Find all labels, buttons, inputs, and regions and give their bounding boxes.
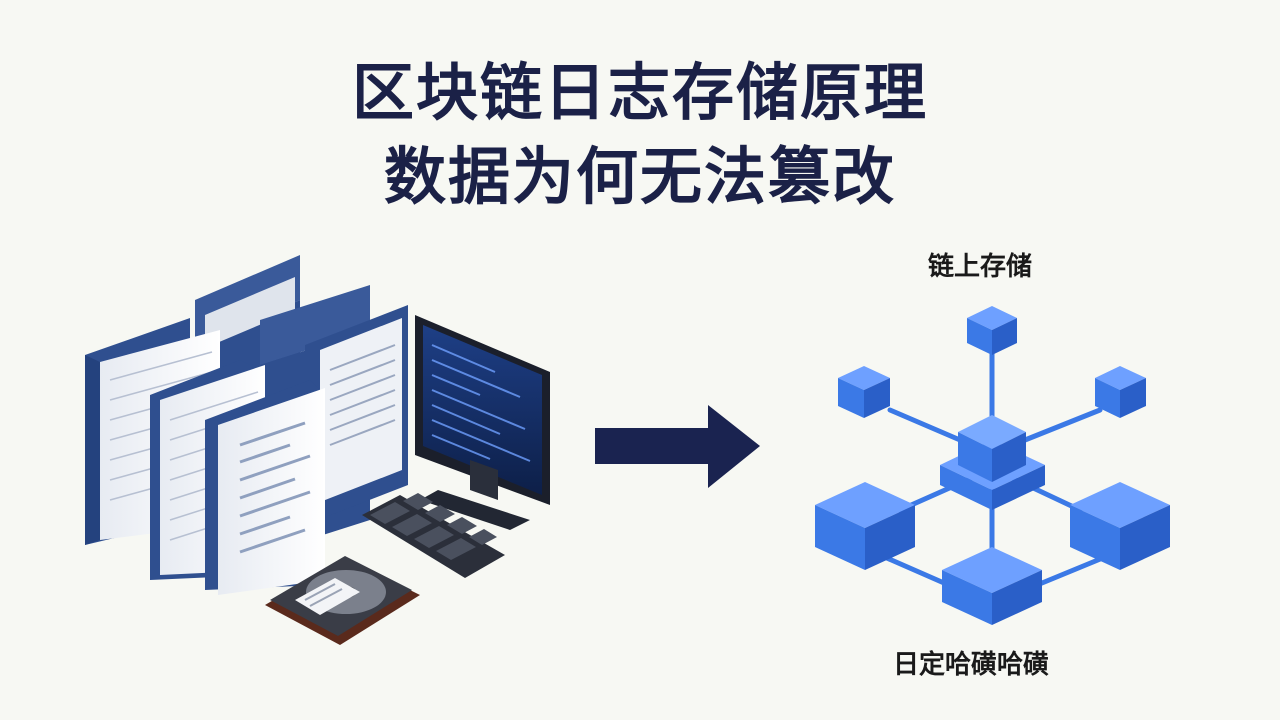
keyboard-icon <box>362 493 505 578</box>
block-cube-icon <box>942 547 1042 625</box>
chain-storage-label: 链上存储 <box>928 252 1033 282</box>
binder-icon <box>205 380 325 595</box>
monitor-icon <box>415 315 550 530</box>
block-cube-icon <box>1070 482 1170 570</box>
block-cube-icon <box>967 306 1017 355</box>
hash-label: 日定哈磺哈磺 <box>893 650 1050 680</box>
block-cube-icon <box>815 482 915 570</box>
block-cube-icon <box>838 366 890 418</box>
hard-drive-icon <box>265 556 420 645</box>
binder-icon <box>305 305 408 525</box>
block-cube-icon <box>958 415 1026 482</box>
block-cube-icon <box>1095 366 1146 418</box>
page-subtitle: 数据为何无法篡改 <box>383 140 896 213</box>
page-title: 区块链日志存储原理 <box>351 56 928 129</box>
